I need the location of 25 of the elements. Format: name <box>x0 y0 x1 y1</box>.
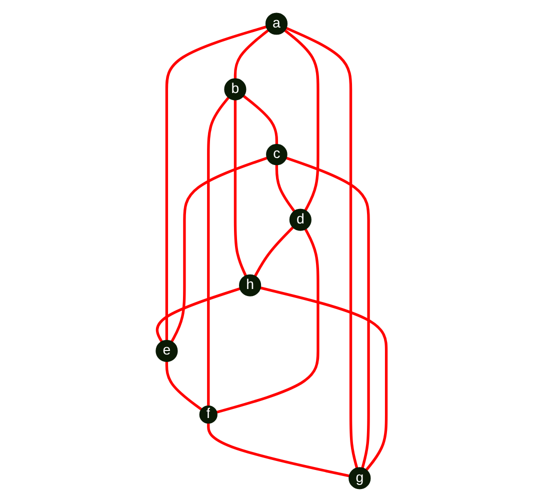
connector <box>242 94 278 144</box>
connector <box>165 362 202 411</box>
node-circle <box>238 274 261 296</box>
node-circle <box>266 144 288 166</box>
node-circle <box>224 78 246 100</box>
connector <box>275 164 296 212</box>
connector <box>165 26 267 340</box>
connector <box>260 286 388 471</box>
connector <box>170 156 268 342</box>
connector <box>284 29 320 212</box>
connector <box>234 100 247 276</box>
connector <box>234 29 269 79</box>
connector <box>206 96 230 406</box>
connector <box>156 287 240 342</box>
connector <box>216 228 320 414</box>
graph-drawing: a b e f h g d c <box>148 6 394 496</box>
node-circle <box>289 208 312 231</box>
node-circle <box>155 340 178 362</box>
node-circle <box>265 12 288 35</box>
connector <box>285 26 358 468</box>
connector <box>254 226 294 277</box>
connector <box>286 156 370 468</box>
connector <box>206 423 350 478</box>
node-circle <box>199 406 218 424</box>
node-circle <box>348 467 370 490</box>
